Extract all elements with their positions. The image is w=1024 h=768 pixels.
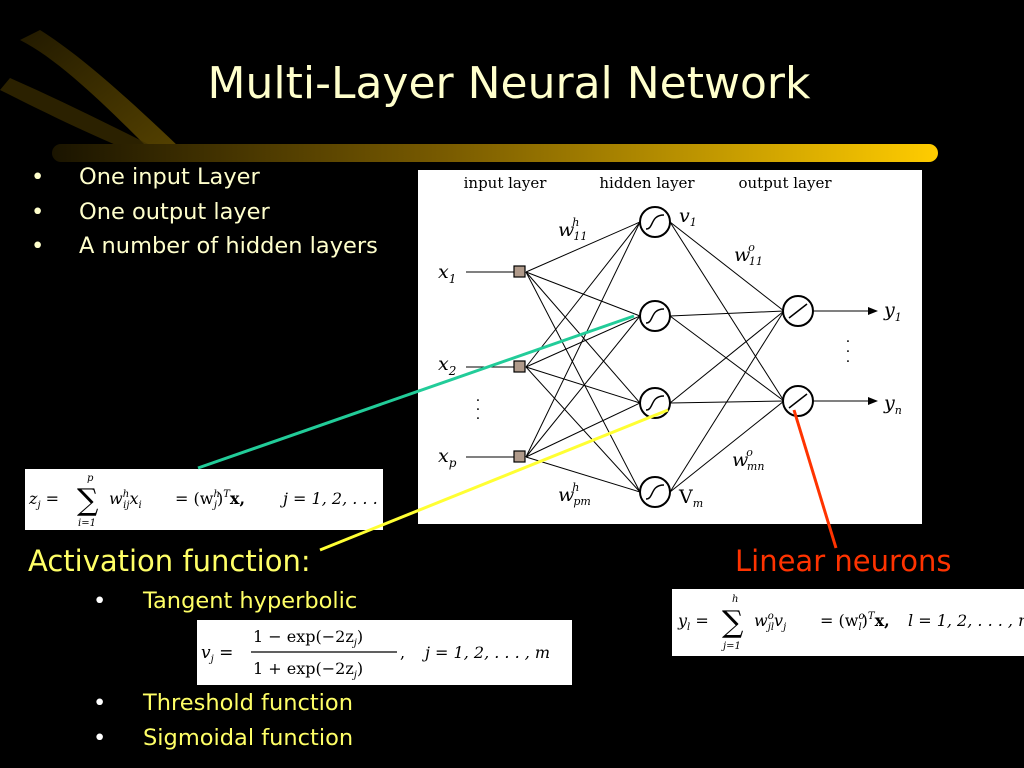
- layer-bullet-list: • One input Layer • One output layer • A nu…: [31, 160, 378, 264]
- eq-range: l = 1, 2, . . . , n: [908, 611, 1024, 630]
- input-label: x1: [438, 261, 456, 286]
- output-label: y1: [883, 299, 902, 324]
- bullet-text: One input Layer: [79, 164, 260, 190]
- input-node: [513, 265, 526, 278]
- hidden-label: Vm: [678, 486, 703, 510]
- arrowheads: [514, 268, 878, 461]
- bullet-dot: •: [31, 198, 45, 225]
- sum-upper: h: [732, 594, 738, 605]
- bullet-text: One output layer: [79, 198, 270, 225]
- input-labels: x1 x2 xp: [438, 261, 457, 470]
- sum-upper: p: [87, 473, 94, 484]
- bullet-item: • Threshold function: [93, 686, 353, 721]
- input-node: [513, 450, 526, 463]
- layer-labels: input layer hidden layer output layer: [464, 174, 833, 192]
- activation-bullet-list: • Tangent hyperbolic: [93, 584, 358, 619]
- activation-function-heading: Activation function:: [28, 544, 311, 578]
- svg-text:·: ·: [846, 354, 850, 370]
- ellipsis-output: ·: [846, 334, 850, 350]
- sum-lower: j=1: [721, 641, 741, 652]
- input-nodes: [513, 265, 526, 463]
- eq-comma: ,: [400, 643, 405, 662]
- eq-lhs: zj =: [28, 489, 59, 511]
- activation-bullet-list: • Threshold function • Sigmoidal function: [93, 686, 354, 756]
- hidden-nodes: [639, 206, 671, 508]
- layer-label-hidden: hidden layer: [599, 174, 695, 192]
- eq-range: j = 1, 2, . . . , m: [280, 489, 383, 508]
- svg-text:·: ·: [476, 411, 480, 427]
- hidden-labels: v1 Vm: [678, 205, 703, 510]
- decorative-swoosh: [0, 30, 938, 162]
- bullet-text: A number of hidden layers: [79, 233, 378, 259]
- layer-label-output: output layer: [738, 174, 832, 192]
- bullet-item: • One input Layer: [31, 160, 378, 195]
- hidden-neuron: [639, 387, 671, 419]
- bullet-dot: •: [93, 690, 107, 716]
- sum-symbol: ∑: [77, 483, 99, 518]
- output-nodes: [782, 295, 814, 417]
- connections: [466, 221, 868, 493]
- hidden-neuron: [639, 300, 671, 332]
- eq-range: j = 1, 2, . . . , m: [422, 643, 550, 662]
- bullet-item: • Sigmoidal function: [93, 721, 354, 756]
- output-labels: y1 yn: [883, 299, 902, 417]
- bullet-item: • A number of hidden layers: [31, 229, 378, 264]
- input-label: xp: [438, 445, 457, 470]
- equation-tanh: vj = 1 − exp(−2zj) 1 + exp(−2zj) , j = 1…: [197, 620, 572, 685]
- sum-symbol: ∑: [722, 605, 744, 640]
- linear-glyphs: [788, 303, 808, 409]
- hidden-neuron: [639, 206, 671, 238]
- bullet-dot: •: [93, 724, 107, 751]
- layer-label-input: input layer: [464, 174, 548, 192]
- bullet-item: • Tangent hyperbolic: [93, 584, 358, 619]
- network-svg: input layer hidden layer output layer: [438, 174, 902, 510]
- input-label: x2: [438, 353, 456, 378]
- bullet-text: Threshold function: [143, 690, 353, 716]
- bullet-dot: •: [31, 164, 45, 190]
- svg-text:·: ·: [846, 344, 850, 360]
- eq-lhs: yl =: [677, 611, 709, 633]
- eq-denominator: 1 + exp(−2zj): [253, 659, 363, 681]
- hidden-label: v1: [679, 205, 697, 229]
- bullet-dot: •: [31, 233, 45, 259]
- bullet-text: Tangent hyperbolic: [143, 588, 358, 614]
- bullet-item: • One output layer: [31, 195, 378, 230]
- eq-lhs: vj =: [201, 643, 233, 665]
- network-diagram: input layer hidden layer output layer: [418, 170, 922, 524]
- linear-neurons-heading: Linear neurons: [735, 544, 952, 578]
- sum-lower: i=1: [78, 518, 96, 529]
- hidden-neuron: [639, 476, 671, 508]
- output-label: yn: [883, 392, 902, 417]
- bullet-dot: •: [93, 588, 107, 614]
- slide-title: Multi-Layer Neural Network: [207, 58, 811, 109]
- eq-numerator: 1 − exp(−2zj): [253, 627, 363, 649]
- sigmoid-glyphs: [645, 214, 665, 500]
- input-node: [513, 360, 526, 373]
- bullet-text: Sigmoidal function: [143, 724, 354, 751]
